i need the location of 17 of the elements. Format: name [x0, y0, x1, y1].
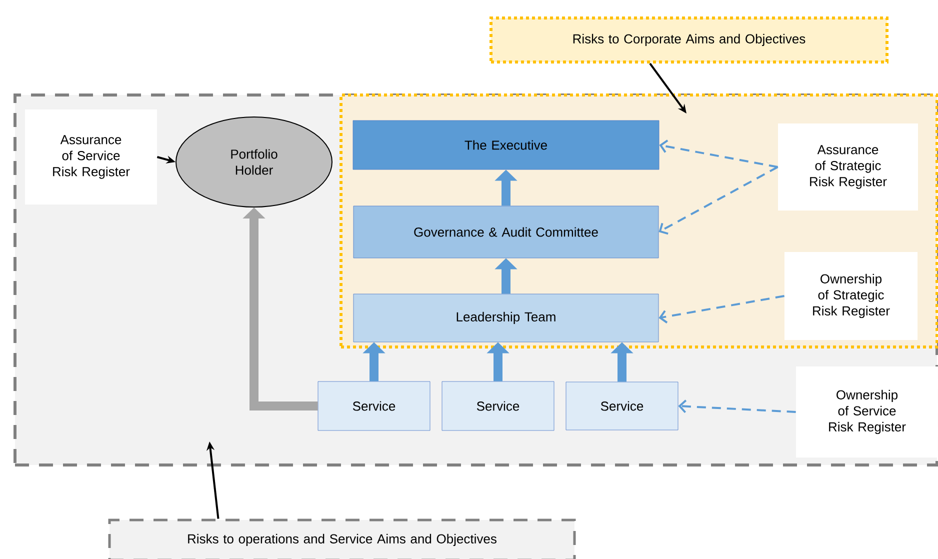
- dashed-arrow: [658, 295, 784, 324]
- process-box: Leadership Team: [353, 294, 659, 342]
- dashed-arrow: [678, 400, 796, 414]
- dashed-arrow: [659, 140, 778, 168]
- dashed-arrow: [658, 166, 778, 235]
- note-box: Ownership of Service Risk Register: [796, 366, 938, 458]
- note-box: Assurance of Strategic Risk Register: [778, 124, 918, 210]
- label-box: Risks to operations and Service Aims and Objectives: [108, 518, 576, 559]
- label-box: Risks to Corporate Aims and Objectives: [490, 16, 888, 64]
- process-box: Service: [318, 381, 430, 431]
- process-box: The Executive: [352, 120, 660, 170]
- process-box: Service: [566, 382, 678, 430]
- ellipse-node: Portfolio Holder: [176, 116, 332, 208]
- note-box: Ownership of Strategic Risk Register: [784, 252, 918, 340]
- process-box: Service: [442, 381, 554, 431]
- note-box: Assurance of Service Risk Register: [25, 110, 157, 204]
- process-box: Governance & Audit Committee: [353, 206, 659, 258]
